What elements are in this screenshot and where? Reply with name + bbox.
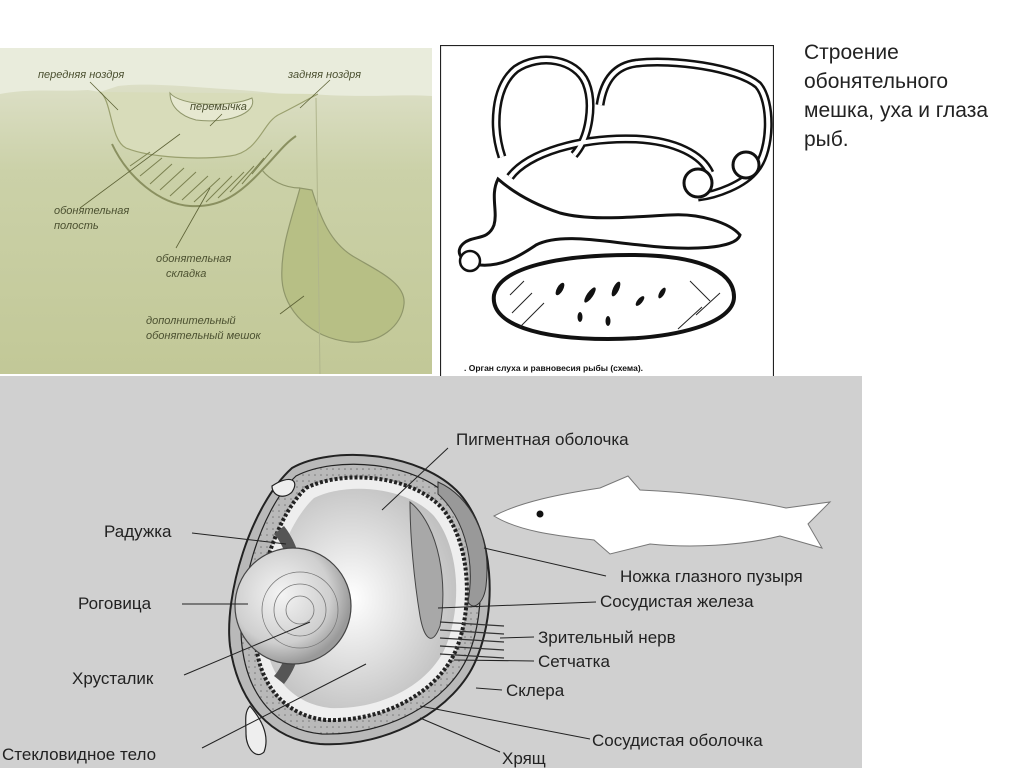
label-cartilage: Хрящ xyxy=(502,749,546,768)
label-retina: Сетчатка xyxy=(538,652,610,671)
fish-eye-dot xyxy=(536,510,544,518)
label-extra-2: обонятельный мешок xyxy=(146,330,261,342)
olfactory-cavity-outline xyxy=(111,135,297,208)
label-extra-1: дополнительный xyxy=(146,315,236,327)
label-optic-nerve: Зрительный нерв xyxy=(538,628,676,647)
sacculus-hatching xyxy=(509,280,721,330)
label-cornea: Роговица xyxy=(78,594,152,613)
leader-lines xyxy=(182,447,607,753)
lens xyxy=(234,547,352,665)
ear-diagram: . Орган слуха и равновесия рыбы (схема). xyxy=(439,44,775,384)
vascular-gland xyxy=(409,500,444,639)
label-front-nostril: передняя ноздря xyxy=(38,69,124,81)
accessory-olfactory-sac xyxy=(281,187,405,343)
fish-silhouette xyxy=(492,475,832,555)
label-vascular-gland: Сосудистая железа xyxy=(600,592,754,611)
nasal-cavity-outline xyxy=(99,91,319,159)
ampulla-2 xyxy=(731,150,761,180)
label-lens: Хрусталик xyxy=(72,669,154,688)
olfactory-folds xyxy=(129,149,273,203)
label-fold-2: складка xyxy=(166,268,206,280)
utriculus xyxy=(457,176,742,267)
fish-eye-diagram: Пигментная оболочка Радужка Роговица Хру… xyxy=(0,376,862,768)
label-choroid: Сосудистая оболочка xyxy=(592,731,763,750)
label-pigment-layer: Пигментная оболочка xyxy=(456,430,629,449)
olfactory-sac-diagram: передняя ноздря задняя ноздря перемычка … xyxy=(0,48,432,375)
bridge-shape xyxy=(169,91,254,122)
label-optic-stalk: Ножка глазного пузыря xyxy=(620,567,803,586)
pigment-patch xyxy=(437,481,488,607)
label-rear-nostril: задняя ноздря xyxy=(287,69,361,81)
ampulla xyxy=(682,167,714,199)
label-cavity-2: полость xyxy=(54,220,99,232)
label-sclera: Склера xyxy=(506,681,565,700)
otolith-marks xyxy=(555,281,666,326)
slide-title: Строение обонятельного мешка, уха и глаз… xyxy=(804,41,989,151)
label-fold-1: обонятельная xyxy=(156,253,231,265)
cartilage xyxy=(245,705,267,756)
ear-caption: . Орган слуха и равновесия рыбы (схема). xyxy=(464,363,643,373)
label-vitreous-body: Стекловидное тело xyxy=(2,745,156,764)
optic-nerve-fibres xyxy=(439,621,505,659)
label-iris: Радужка xyxy=(104,522,172,541)
label-cavity-1: обонятельная xyxy=(54,205,129,217)
sacculus xyxy=(491,252,737,342)
label-bridge: перемычка xyxy=(190,101,247,113)
lens-rings xyxy=(261,571,339,649)
